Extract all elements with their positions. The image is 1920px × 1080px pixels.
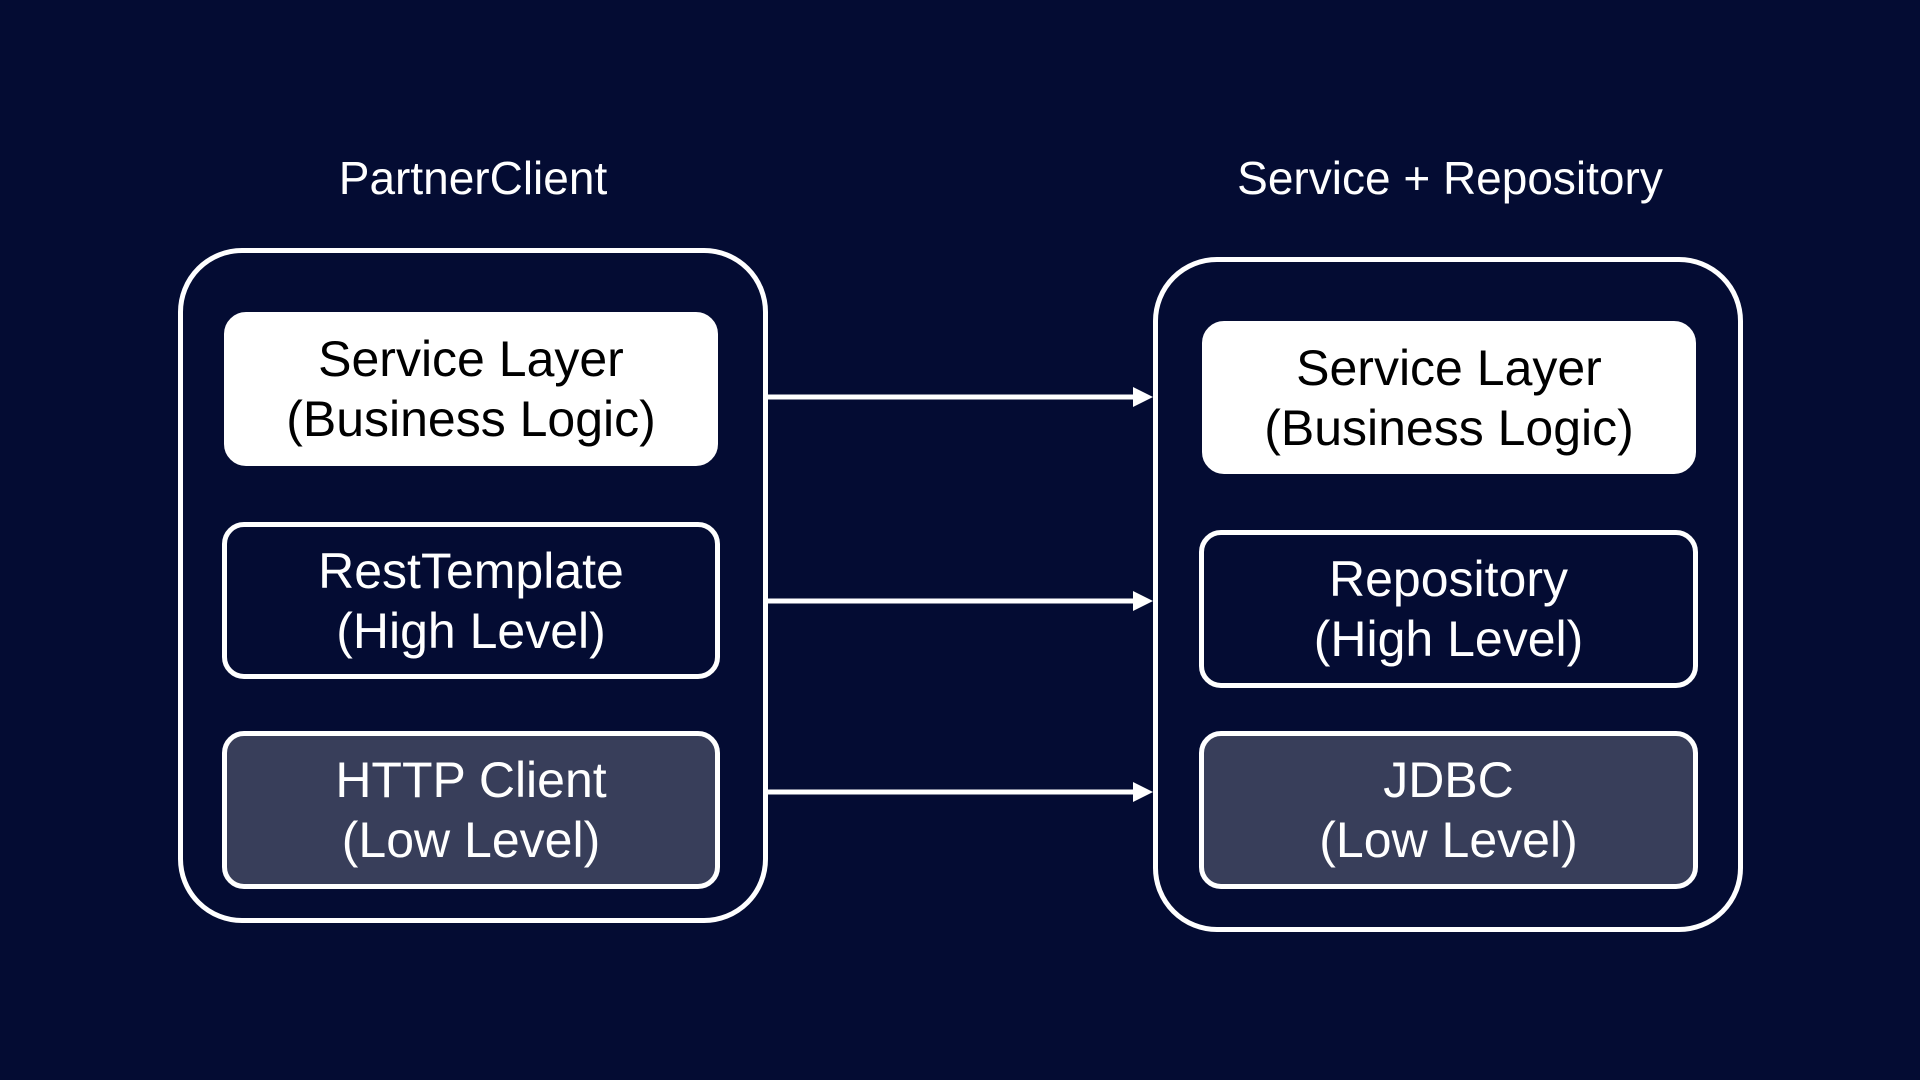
left-http-client-subtitle: (Low Level) bbox=[341, 812, 601, 868]
right-repository-subtitle: (High Level) bbox=[1313, 611, 1584, 667]
right-repository-title: Repository bbox=[1329, 551, 1568, 607]
left-resttemplate-subtitle: (High Level) bbox=[336, 602, 606, 659]
left-service-layer-box: Service Layer (Business Logic) bbox=[224, 312, 718, 466]
right-jdbc-subtitle: (Low Level) bbox=[1319, 812, 1578, 868]
right-service-layer-title: Service Layer bbox=[1296, 339, 1602, 396]
arrowhead-business-logic bbox=[1133, 387, 1153, 407]
group-title-service-repository: Service + Repository bbox=[1237, 152, 1663, 204]
service-repository-container bbox=[1153, 257, 1743, 932]
arrowhead-low-level bbox=[1133, 782, 1153, 802]
left-http-client-title: HTTP Client bbox=[335, 752, 607, 808]
left-http-client-box: HTTP Client (Low Level) bbox=[222, 731, 720, 889]
left-resttemplate-box: RestTemplate (High Level) bbox=[222, 522, 720, 679]
left-service-layer-subtitle: (Business Logic) bbox=[286, 391, 656, 447]
left-service-layer-title: Service Layer bbox=[318, 331, 624, 387]
arrowhead-high-level bbox=[1133, 591, 1153, 611]
partnerclient-container bbox=[178, 248, 768, 923]
group-title-partnerclient: PartnerClient bbox=[338, 152, 608, 204]
right-repository-box: Repository (High Level) bbox=[1199, 530, 1698, 688]
left-resttemplate-title: RestTemplate bbox=[318, 542, 624, 599]
right-jdbc-box: JDBC (Low Level) bbox=[1199, 731, 1698, 889]
right-service-layer-box: Service Layer (Business Logic) bbox=[1202, 321, 1696, 474]
right-jdbc-title: JDBC bbox=[1383, 752, 1514, 808]
right-service-layer-subtitle: (Business Logic) bbox=[1264, 399, 1634, 456]
